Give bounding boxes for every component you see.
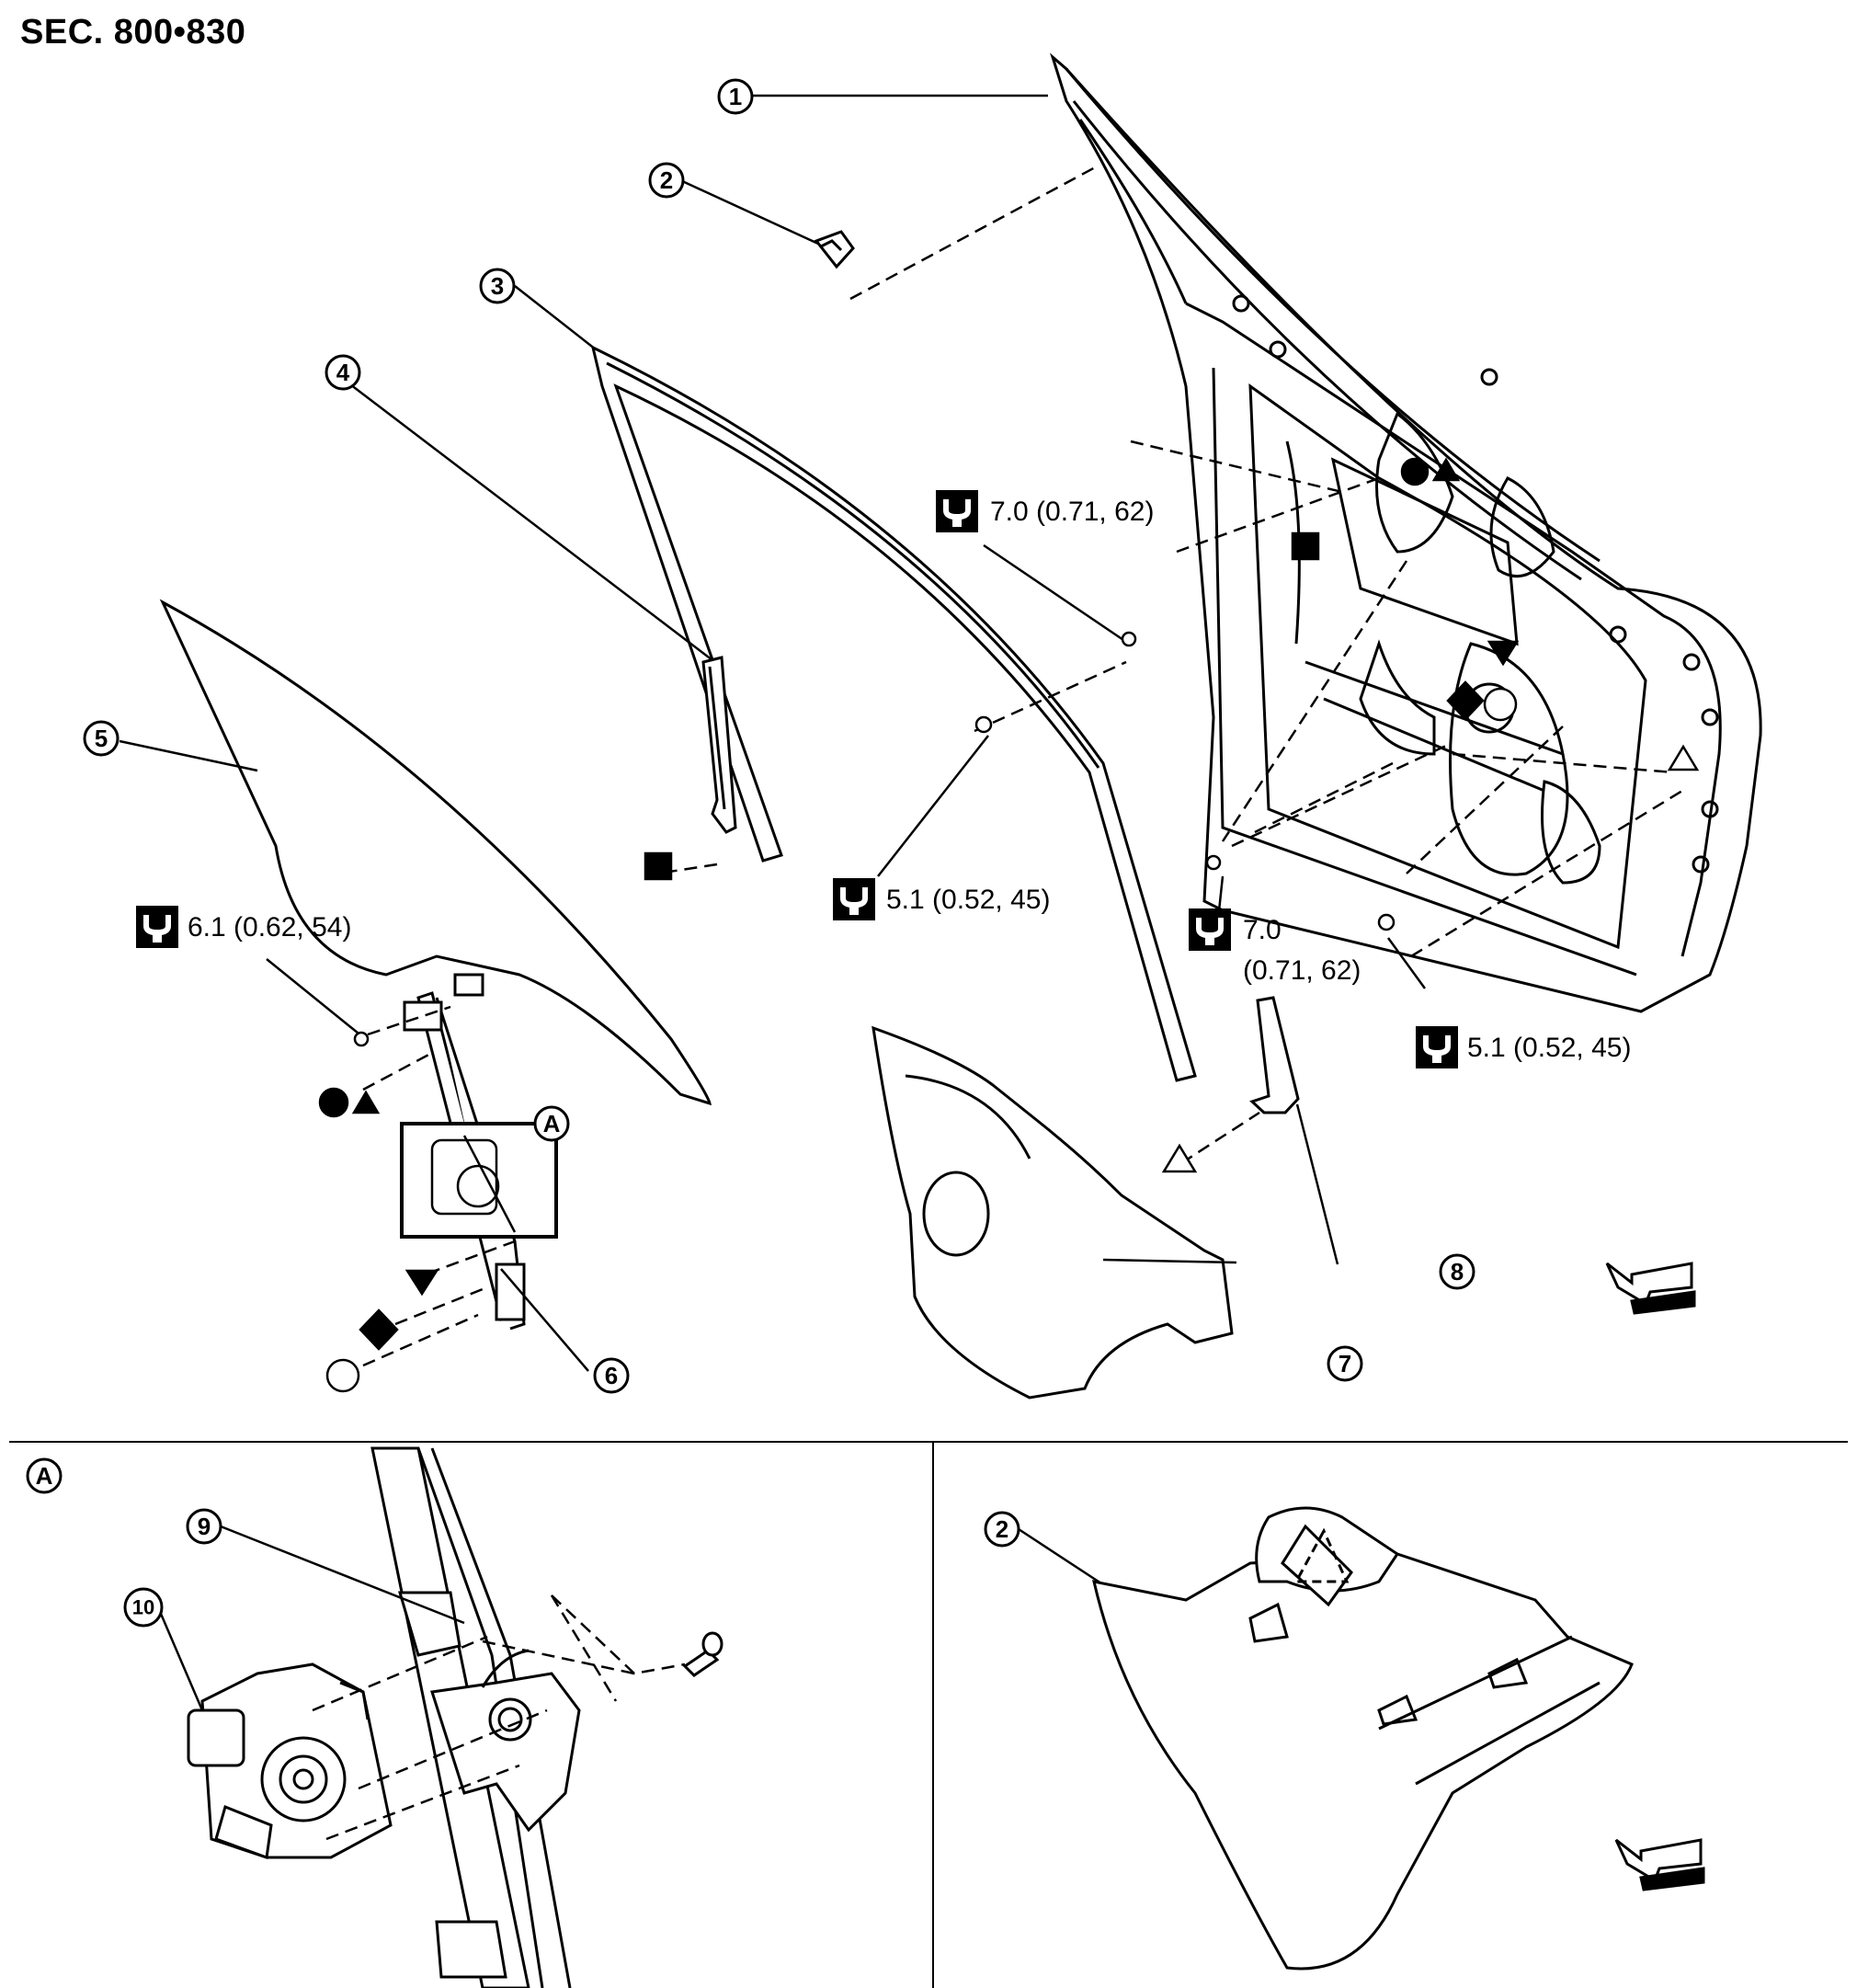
callout-3: 3	[491, 272, 504, 300]
detail-a-dashed-lines	[312, 1594, 686, 1841]
torque-label-1: 7.0 (0.71, 62)	[990, 497, 1154, 527]
torque-label-2: 5.1 (0.52, 45)	[886, 885, 1050, 915]
section-title: SEC. 800•830	[20, 13, 246, 51]
callout-7: 7	[1339, 1350, 1351, 1377]
callout-a: A	[543, 1110, 561, 1137]
marker-open-triangle	[1161, 1143, 1198, 1173]
inset-2-callout: 2	[996, 1515, 1008, 1543]
detail-a-label: A	[36, 1462, 53, 1490]
front-door-sash	[590, 345, 1197, 1082]
marker-open-circle	[325, 1358, 360, 1393]
marker-open-circle	[1483, 687, 1518, 722]
marker-filled-triangle	[1431, 457, 1461, 482]
window-motor-detail	[187, 1662, 393, 1860]
detail-a-leaders	[156, 1525, 465, 1711]
callout-10: 10	[132, 1596, 154, 1619]
torque-label-4a: 7.0	[1243, 915, 1282, 945]
glass-run-clip	[814, 230, 855, 269]
detail-a-frame	[400, 1122, 558, 1239]
marker-filled-diamond	[1446, 680, 1485, 721]
torque-wrench-icon	[1416, 1026, 1458, 1068]
part-callouts	[83, 78, 1475, 1394]
fasteners	[353, 631, 1396, 1047]
clip-hidden-triangle	[1293, 1527, 1350, 1583]
marker-filled-square	[644, 851, 673, 881]
callout-5: 5	[95, 725, 108, 752]
regulator-rail-detail	[370, 1446, 581, 1988]
callout-6: 6	[605, 1362, 618, 1389]
marker-filled-square	[1291, 531, 1320, 561]
torque-label-4b: (0.71, 62)	[1243, 955, 1361, 986]
detail-bolt	[682, 1631, 723, 1677]
detail-a-callout-frame	[26, 1457, 63, 1494]
torque-label-3: 6.1 (0.62, 54)	[188, 912, 351, 943]
callout-8: 8	[1451, 1258, 1464, 1285]
motor-small-illustration	[430, 1135, 517, 1233]
front-door-glass	[159, 599, 712, 1106]
rear-lower-sash-bracket	[1249, 996, 1300, 1114]
marker-filled-triangle	[351, 1090, 381, 1114]
marker-filled-inverted-triangle	[404, 1269, 439, 1297]
callout-10-circle	[123, 1587, 164, 1628]
markers	[318, 457, 1700, 1393]
marker-filled-circle	[1400, 457, 1430, 486]
marker-filled-inverted-triangle	[1487, 640, 1520, 667]
glass-run-rubber	[701, 656, 737, 834]
marker-open-triangle	[1667, 744, 1700, 771]
callout-4: 4	[336, 359, 350, 386]
marker-filled-diamond	[359, 1308, 399, 1351]
callout-9-circle	[186, 1508, 222, 1545]
view-dividers	[9, 1441, 1848, 1988]
inset-2-callout-circle	[984, 1511, 1020, 1548]
torque-wrench-icon	[833, 878, 875, 920]
marker-filled-circle	[318, 1087, 349, 1118]
inset-2-leader	[1018, 1527, 1102, 1585]
torque-wrench-icon	[936, 490, 978, 532]
assembly-dashed-lines	[362, 164, 1683, 1367]
callout-1: 1	[729, 83, 742, 110]
torque-wrench-icon	[136, 906, 178, 948]
glass-run-clip-detail	[1092, 1506, 1634, 1971]
vehicle-front-arrow-icon	[1605, 1262, 1696, 1315]
sealing-screen	[872, 1025, 1234, 1400]
torque-wrench-icon	[1189, 908, 1231, 951]
torque-label-5: 5.1 (0.52, 45)	[1467, 1033, 1631, 1063]
front-door-panel	[1049, 52, 1762, 1013]
callout-2: 2	[660, 166, 673, 194]
callout-leaders	[119, 94, 1427, 1372]
vehicle-front-arrow-icon	[1614, 1838, 1705, 1891]
callout-9: 9	[198, 1513, 211, 1540]
